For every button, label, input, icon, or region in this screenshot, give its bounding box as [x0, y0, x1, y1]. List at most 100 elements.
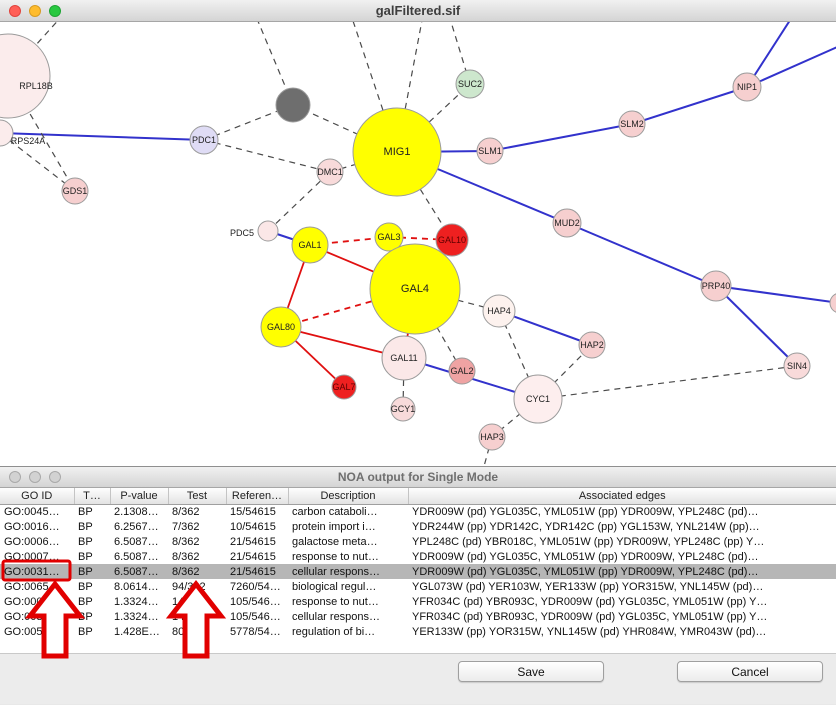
column-header[interactable]: Test	[168, 488, 227, 505]
table-cell: GO:0031…	[4, 610, 60, 623]
edge-PRP40-NODE_R[interactable]	[715, 285, 836, 304]
table-cell: 105/546…	[230, 610, 281, 623]
node-NIP1[interactable]	[732, 72, 762, 102]
edge-SLM1-SLM2[interactable]	[489, 123, 633, 152]
edge-HAP4-HAP2[interactable]	[498, 310, 593, 346]
node-GAL3[interactable]	[374, 222, 404, 252]
table-cell: regulation of bi…	[292, 625, 376, 638]
node-SIN4[interactable]	[783, 352, 811, 380]
edge-SLM2-NIP1[interactable]	[631, 86, 748, 125]
column-header[interactable]: Description	[288, 488, 409, 505]
table-cell: 8/362	[172, 505, 200, 518]
cancel-button[interactable]: Cancel	[677, 661, 823, 682]
zoom-button[interactable]	[49, 5, 61, 17]
edge-PRP40-SIN4[interactable]	[715, 285, 798, 367]
node-NODE_R[interactable]	[829, 293, 836, 313]
network-window-titlebar[interactable]: galFiltered.sif	[0, 0, 836, 22]
node-label: GDS1	[63, 186, 88, 196]
node-PRP40[interactable]	[700, 270, 732, 302]
table-cell: GO:0016…	[4, 520, 60, 533]
close-button[interactable]	[9, 471, 21, 483]
node-label: GAL7	[332, 382, 355, 392]
table-cell: YDR009W (pd) YGL035C, YML051W (pp) YDR00…	[408, 564, 836, 579]
node-GAL11[interactable]	[381, 335, 427, 381]
edge-MUD2-PRP40[interactable]	[566, 222, 717, 287]
node-SLM1[interactable]	[476, 137, 504, 165]
node-label: GAL1	[298, 240, 321, 250]
table-cell: BP	[78, 550, 93, 563]
node-DMC1[interactable]	[316, 158, 344, 186]
minimize-button[interactable]	[29, 471, 41, 483]
node-GDS1[interactable]	[61, 177, 89, 205]
node-PDC5[interactable]	[257, 220, 279, 242]
node-GAL7[interactable]	[331, 374, 357, 400]
dialog-button-bar: Save Cancel	[0, 661, 836, 705]
table-cell: 21/54615	[230, 550, 276, 563]
close-button[interactable]	[9, 5, 21, 17]
table-cell: 21/54615	[226, 564, 288, 579]
node-CYC1[interactable]	[513, 374, 563, 424]
table-cell: 15/54615	[230, 505, 276, 518]
table-cell: 6.5087…	[114, 550, 159, 563]
minimize-button[interactable]	[29, 5, 41, 17]
column-header[interactable]: GO ID	[0, 488, 75, 505]
edge-PDC5-DMC1[interactable]	[267, 171, 331, 232]
column-header[interactable]: Referen…	[226, 488, 289, 505]
node-label: GAL2	[450, 366, 473, 376]
node-GAL1[interactable]	[291, 226, 329, 264]
window-controls	[9, 471, 61, 483]
node-MIG1[interactable]	[352, 107, 442, 197]
node-PDC1[interactable]	[189, 125, 219, 155]
node-label: GAL80	[267, 322, 295, 332]
node-HAP4[interactable]	[482, 294, 516, 328]
edge-GDS1-RPS24A[interactable]	[0, 132, 76, 192]
table-cell: YFR034C (pd) YBR093C, YDR009W (pd) YGL03…	[412, 595, 768, 608]
node-HAP2[interactable]	[578, 331, 606, 359]
node-MUD2[interactable]	[552, 208, 582, 238]
column-header[interactable]: P-value	[110, 488, 169, 505]
save-button[interactable]: Save	[458, 661, 604, 682]
node-RPS24A[interactable]	[0, 119, 14, 147]
edge-PDC1-RPS24A[interactable]	[0, 132, 205, 141]
node-RPL18B[interactable]	[0, 33, 51, 119]
edge-GAL80-GAL4[interactable]	[280, 288, 416, 328]
node-GAL4[interactable]	[369, 243, 461, 335]
node-GAL80[interactable]	[260, 306, 302, 348]
zoom-button[interactable]	[49, 471, 61, 483]
table-cell: YDR244W (pp) YDR142C, YDR142C (pp) YGL15…	[412, 520, 760, 533]
node-HAP3[interactable]	[478, 423, 506, 451]
node-SLM2[interactable]	[618, 110, 646, 138]
node-GAL10[interactable]	[435, 223, 469, 257]
network-canvas[interactable]: RPL18BRPS24AGDS1PDC1DMC1MIG1SUC2SLM1SLM2…	[0, 22, 836, 466]
table-cell: BP	[78, 505, 93, 518]
edge-CYC1-SIN4[interactable]	[537, 365, 798, 400]
noa-window-titlebar[interactable]: NOA output for Single Mode	[0, 467, 836, 488]
column-header[interactable]: T…	[74, 488, 111, 505]
edge-GRAY1-MIG1[interactable]	[292, 104, 398, 153]
node-label: HAP3	[480, 432, 504, 442]
edge-GAL11-GCY1[interactable]	[402, 357, 405, 410]
table-cell: 1.428E…	[114, 625, 160, 638]
column-header[interactable]: Associated edges	[408, 488, 836, 505]
node-GAL2[interactable]	[448, 357, 476, 385]
node-GRAY1[interactable]	[275, 87, 311, 123]
table-cell: 8/362	[172, 535, 200, 548]
table-cell: 105/546…	[230, 595, 281, 608]
edge-NIP1-A_TR[interactable]	[746, 44, 836, 88]
table-cell: 5778/54…	[230, 625, 281, 638]
edge-PDC1-DMC1[interactable]	[203, 139, 331, 173]
node-GCY1[interactable]	[390, 396, 416, 422]
table-cell: YDR009W (pd) YGL035C, YML051W (pp) YDR00…	[412, 550, 759, 563]
node-SUC2[interactable]	[455, 69, 485, 99]
